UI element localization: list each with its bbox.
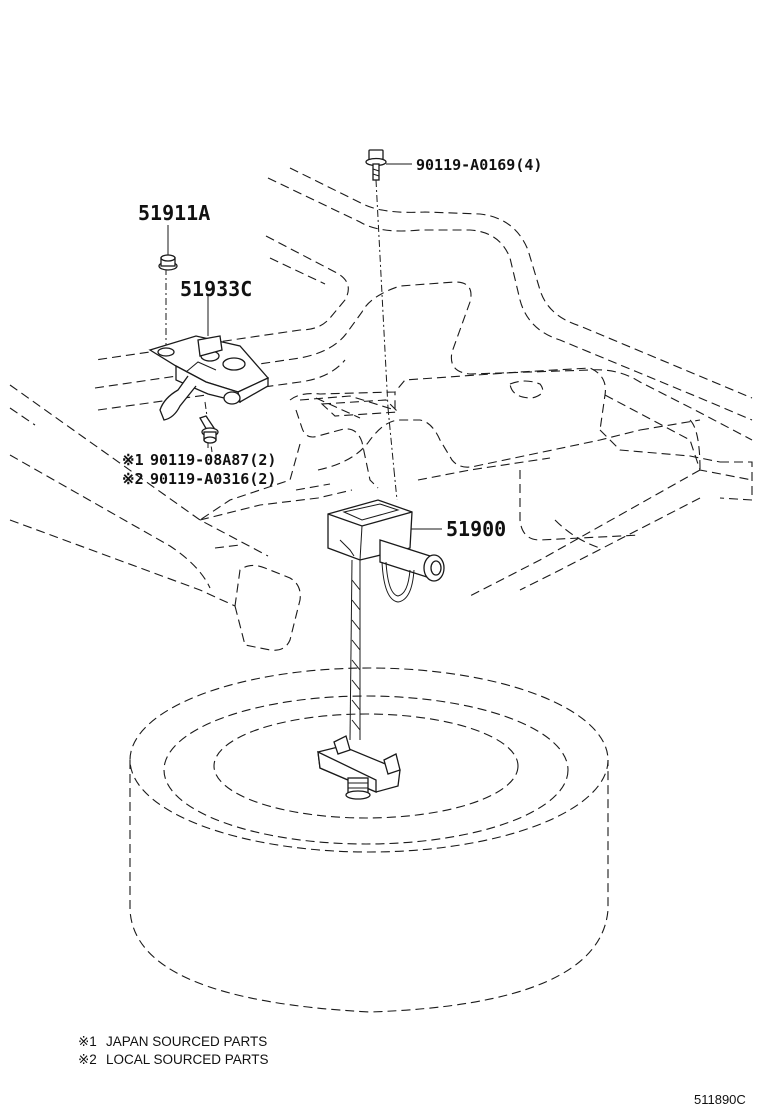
spare-carrier (317, 499, 445, 800)
bracket (148, 335, 270, 421)
reference-code: 511890C (694, 1092, 746, 1107)
marker-1: ※1 (122, 451, 144, 469)
note-2-text: LOCAL SOURCED PARTS (106, 1052, 269, 1067)
nut (158, 254, 178, 271)
note-1-marker: ※1 (78, 1034, 97, 1049)
bolt-top (365, 149, 387, 181)
label-bolt-side-japan: 90119-08A87(2) (150, 451, 276, 469)
note-2-marker: ※2 (78, 1052, 97, 1067)
bolt-side (199, 415, 219, 444)
label-bolt-side-local: 90119-A0316(2) (150, 470, 276, 488)
spare-tire (129, 667, 609, 1013)
label-bolt-top: 90119-A0169(4) (416, 156, 542, 174)
label-nut: 51911A (138, 201, 210, 225)
vehicle-frame-outline (9, 167, 753, 651)
label-bracket: 51933C (180, 277, 252, 301)
marker-2: ※2 (122, 470, 144, 488)
label-carrier: 51900 (446, 517, 506, 541)
note-1-text: JAPAN SOURCED PARTS (106, 1034, 267, 1049)
